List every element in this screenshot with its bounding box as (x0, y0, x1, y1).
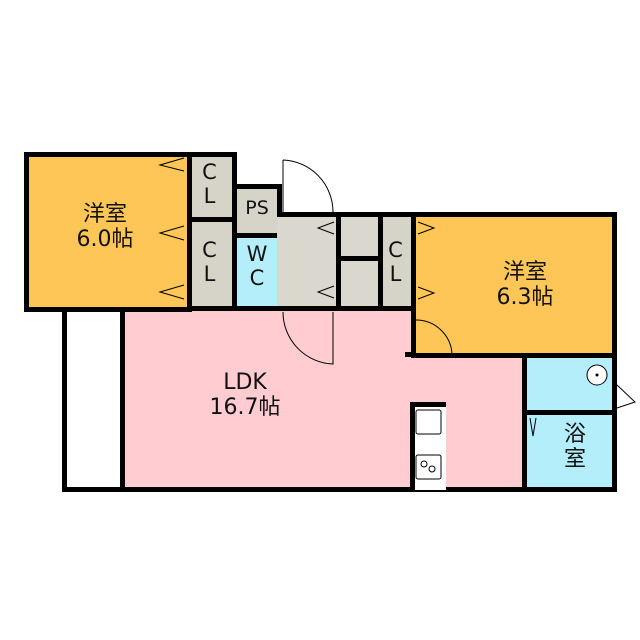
sink-icon (415, 409, 442, 435)
hallway-storage (277, 212, 385, 311)
bath-label: 浴室 (545, 422, 605, 473)
room-name: 洋室 (82, 202, 127, 227)
folding-door-icon (158, 157, 537, 437)
bathroom (522, 410, 617, 492)
bath-2: 室 (563, 447, 586, 473)
room-size: 6.0帖 (76, 227, 134, 253)
room-size: 16.7帖 (209, 395, 281, 421)
stove-icon (415, 454, 442, 480)
cl-l: L (389, 262, 402, 287)
cl-c: C (202, 160, 217, 184)
entrance-door-icon (282, 159, 334, 213)
room-name: LDK (223, 370, 267, 395)
western-room-2 (411, 212, 617, 358)
room-size: 6.3帖 (496, 285, 554, 311)
wc-c: C (249, 266, 265, 291)
ps-label: PS (245, 197, 269, 219)
ldk-room (120, 306, 416, 492)
ldk-door-icon (282, 311, 334, 365)
cl-c: C (202, 238, 217, 262)
bath-1: 浴 (563, 422, 586, 447)
bath-window-door-icon (616, 384, 636, 409)
cl-c: C (388, 238, 403, 262)
room-name: 洋室 (502, 260, 547, 285)
cl-l: L (203, 262, 216, 287)
cl-l: L (203, 184, 216, 209)
wc-w: W (246, 242, 268, 266)
room-door-icon (415, 319, 453, 355)
